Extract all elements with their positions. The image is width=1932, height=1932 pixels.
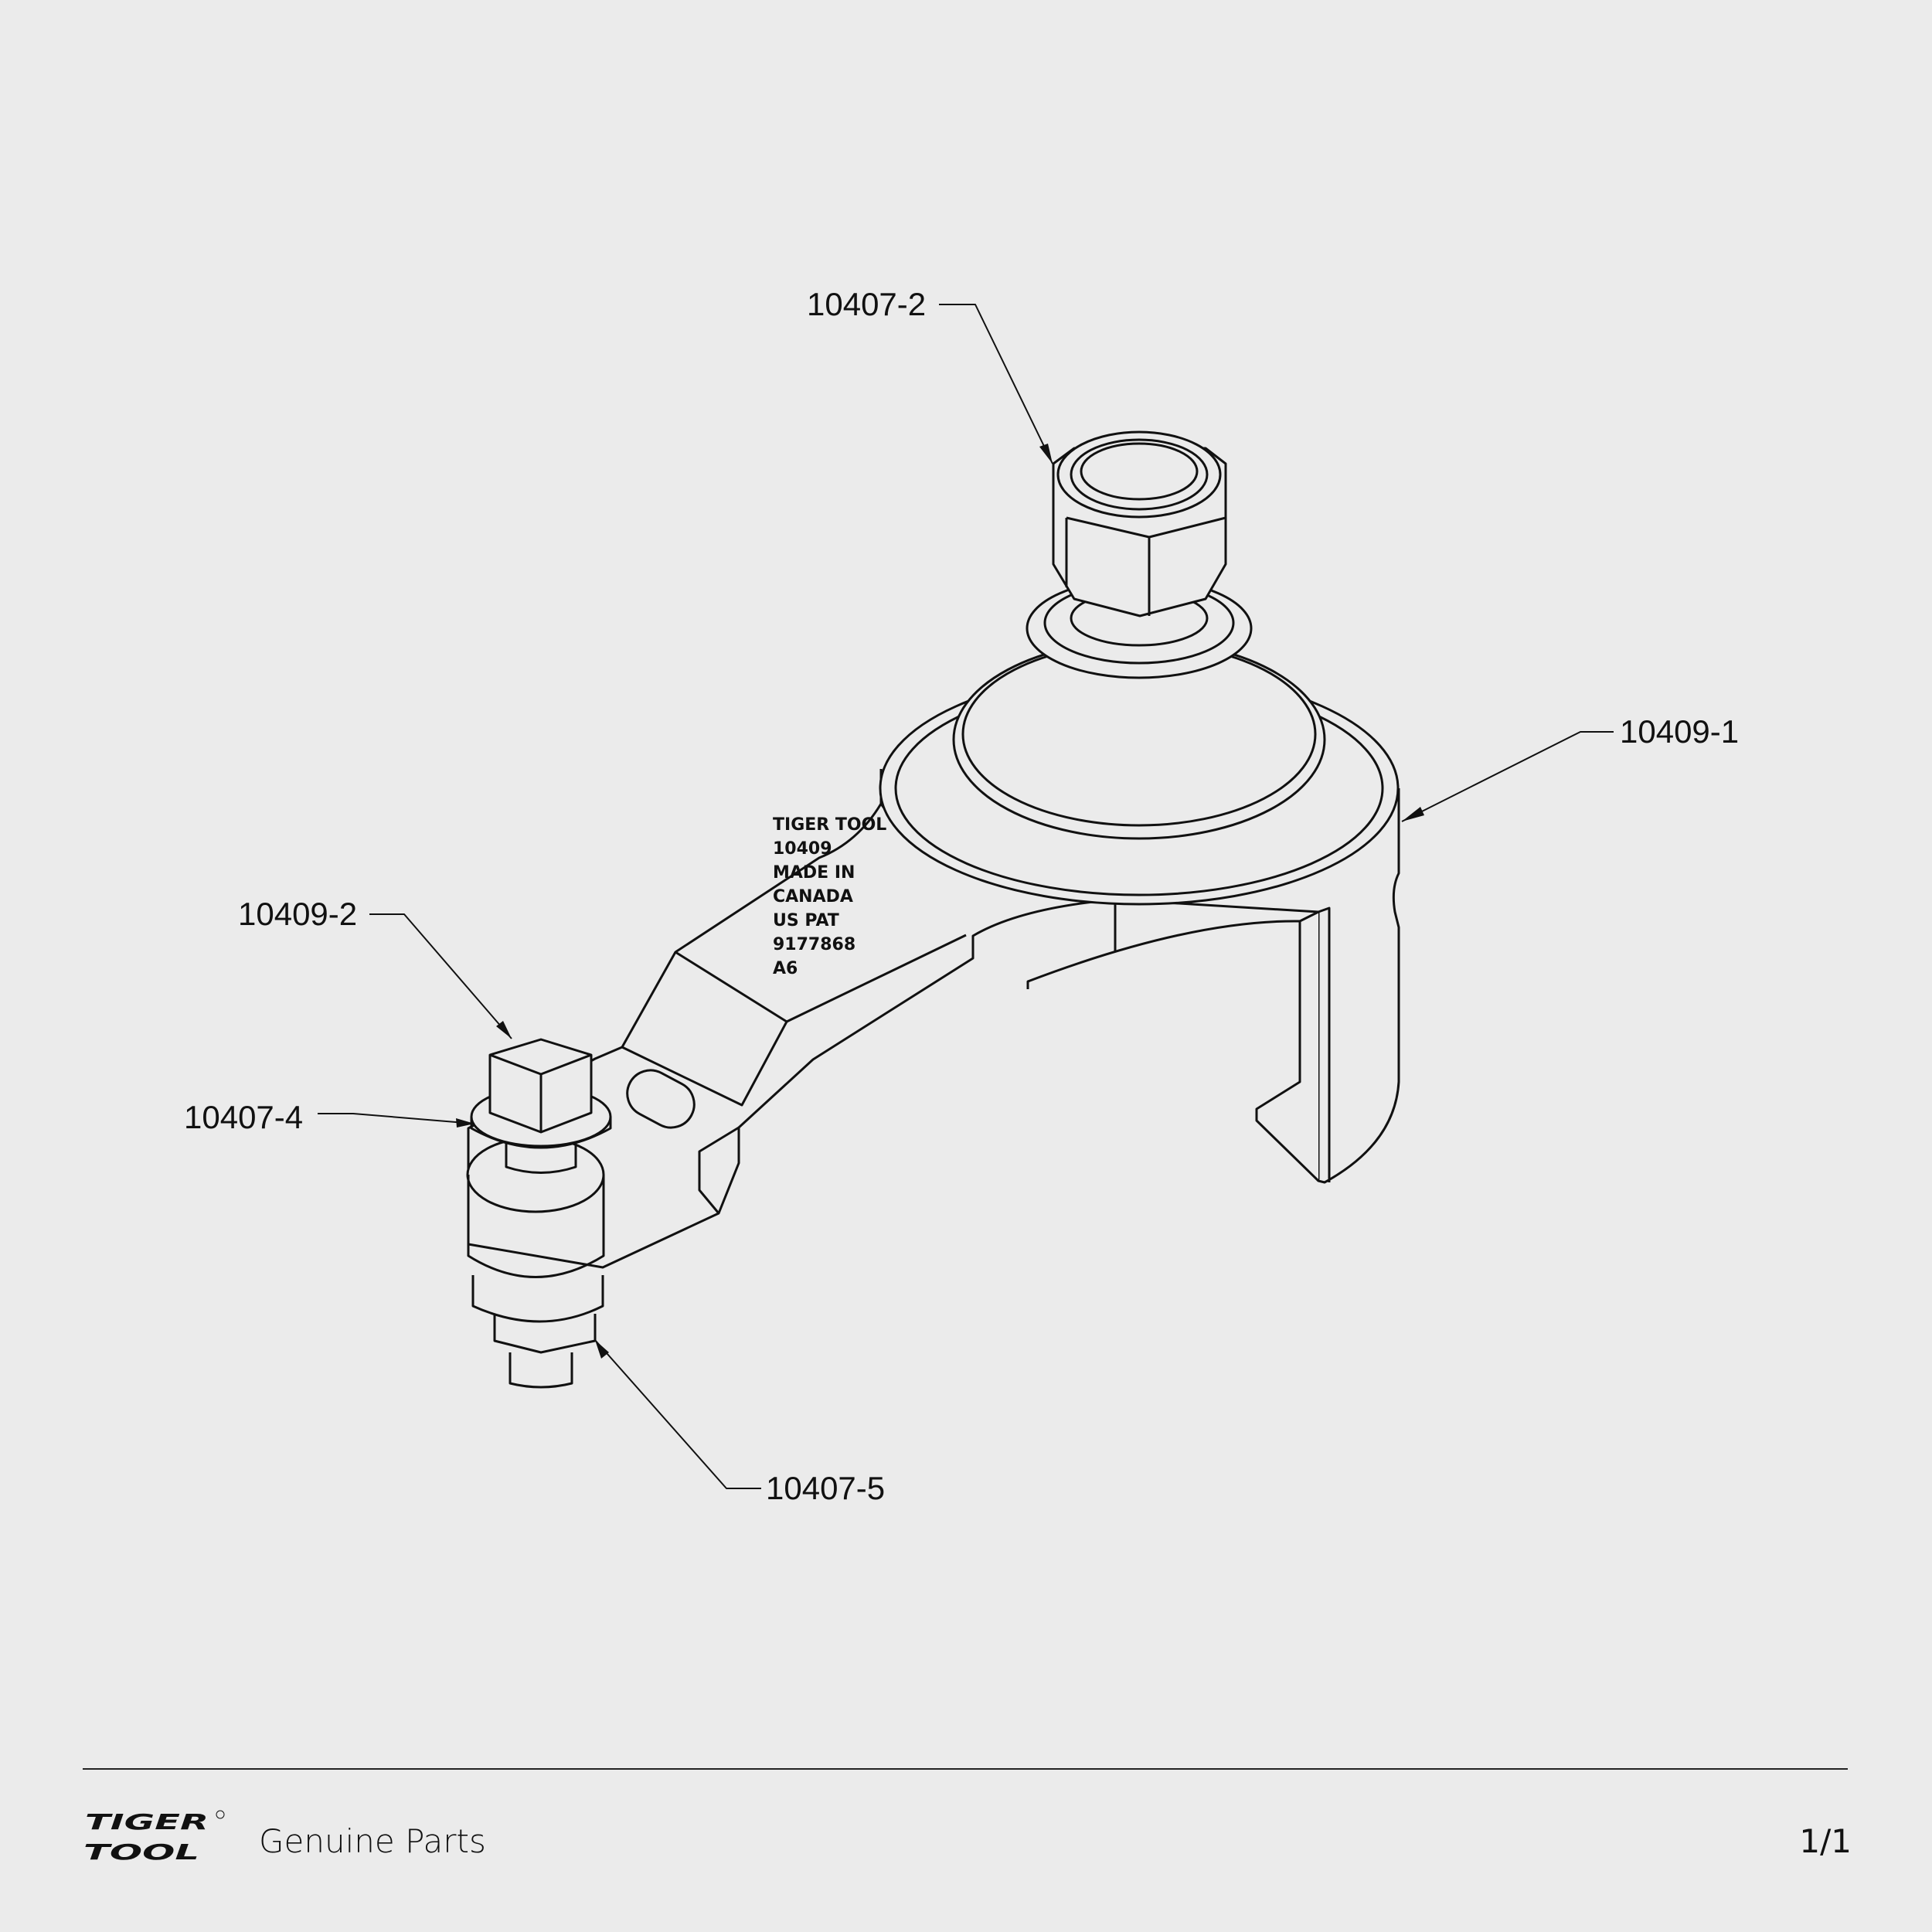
callout-10407-5: 10407-5 — [766, 1470, 886, 1506]
leader-arrowheads — [456, 444, 1424, 1359]
eye-top — [466, 1136, 605, 1213]
engraving-line: 10409 — [773, 839, 832, 859]
bottom-washer — [471, 1275, 604, 1323]
arm-engraving: TIGER TOOL 10409 MADE IN CANADA US PAT 9… — [773, 813, 886, 981]
svg-text:TOOL: TOOL — [83, 1839, 199, 1865]
body-slot — [1255, 910, 1320, 1182]
footer-divider — [83, 1768, 1848, 1770]
tiger-tool-logo: TIGER TOOL — [83, 1809, 225, 1865]
arm-ridge — [786, 934, 967, 1023]
bolt-end — [509, 1352, 573, 1389]
arm-tab — [698, 1126, 740, 1214]
engraving-line: MADE IN — [773, 863, 855, 883]
body-inner-edge — [1026, 920, 1301, 1082]
page-number: 1/1 — [1799, 1822, 1852, 1860]
arm-bevel — [621, 951, 788, 1107]
engraving-line: CANADA — [773, 887, 853, 906]
callout-10409-2: 10409-2 — [238, 896, 358, 932]
footer-tagline: Genuine Parts — [259, 1822, 486, 1860]
engraving-line: US PAT — [773, 911, 839, 930]
body-leg — [1317, 788, 1400, 1184]
callout-10407-2: 10407-2 — [807, 286, 927, 322]
leader-lines — [318, 304, 1614, 1489]
engraving-line: A6 — [773, 959, 798, 978]
bolt-thread — [505, 1144, 577, 1174]
engraving-line: 9177868 — [773, 935, 856, 954]
callout-10407-4: 10407-4 — [184, 1099, 304, 1135]
svg-text:TIGER: TIGER — [85, 1809, 209, 1835]
bottom-nut — [493, 1314, 597, 1354]
eye-side — [467, 1175, 605, 1278]
callout-10409-1: 10409-1 — [1620, 713, 1740, 750]
engraving-line: TIGER TOOL — [773, 815, 887, 835]
arm-slot — [626, 1069, 696, 1129]
